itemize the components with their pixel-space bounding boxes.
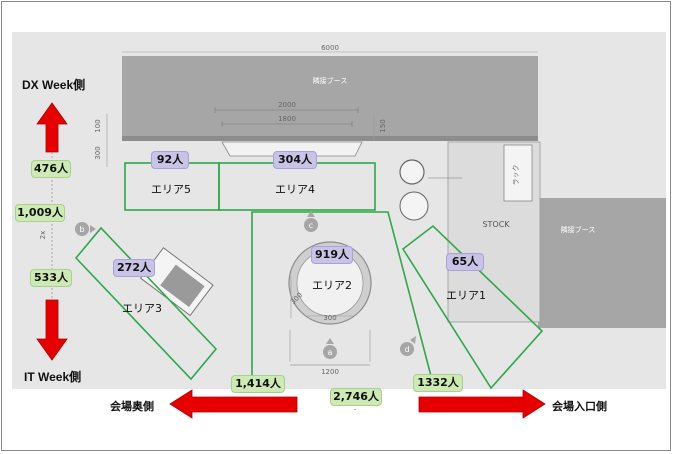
area4-count-tag: 304人 <box>273 151 317 169</box>
dx-week-count-tag: 476人 <box>31 160 71 178</box>
dim-100-label: 100 <box>94 119 102 132</box>
back-counter <box>221 141 363 157</box>
dim-300-table-label: 300 <box>323 314 336 322</box>
rack <box>503 144 533 202</box>
right-neighbor-booth <box>538 198 666 328</box>
dim-300-label: 300 <box>94 146 102 159</box>
area1-name: エリア1 <box>446 289 486 302</box>
top-booth-label: 隣接ブース <box>313 76 348 85</box>
marker-d-pointer <box>410 336 416 344</box>
marker-b-pointer <box>90 225 96 233</box>
marker-d-label: d <box>404 345 409 354</box>
area3-count-tag: 272人 <box>113 259 155 277</box>
marker-b-label: b <box>79 225 84 234</box>
round-table-1 <box>399 159 425 185</box>
back-wall <box>122 136 538 141</box>
center-count-tag: 2,746人 <box>330 388 382 406</box>
round-table-2 <box>399 191 429 221</box>
it-week-arrow <box>36 299 68 361</box>
area5-count-tag: 92人 <box>151 151 189 169</box>
middle-count-tag: 1,009人 <box>15 204 65 222</box>
stock-label: STOCK <box>482 220 510 229</box>
back-side-arrow <box>169 389 298 419</box>
right-booth-label: 隣接ブース <box>561 225 596 234</box>
it-week-count-tag: 533人 <box>30 269 72 287</box>
marker-c <box>304 218 318 232</box>
dim-1800-label: 1800 <box>278 115 296 123</box>
back-side-label: 会場奥側 <box>110 400 154 413</box>
entrance-side-arrow <box>418 389 546 419</box>
it-week-label: IT Week側 <box>24 370 82 384</box>
marker-d <box>400 342 414 356</box>
area3-name: エリア3 <box>122 302 162 315</box>
dim-150-label: 150 <box>379 119 387 132</box>
entrance-count-tag: 1332人 <box>413 374 463 392</box>
dim-2000-label: 2000 <box>278 101 296 109</box>
area4-name: エリア4 <box>275 183 315 196</box>
marker-a-label: a <box>328 348 333 357</box>
center-sub-mark: ᵕ <box>354 407 357 414</box>
marker-c-label: c <box>309 221 313 230</box>
zone-area1 <box>401 224 544 390</box>
zone-area2 <box>251 211 432 378</box>
top-neighbor-booth <box>122 56 538 136</box>
marker-a <box>323 345 337 359</box>
rack-label: ラック <box>512 165 520 186</box>
dim-2x-label: 2x <box>39 231 47 240</box>
dim-6000-label: 6000 <box>321 44 339 52</box>
zone-area3 <box>74 226 218 381</box>
dx-week-label: DX Week側 <box>22 78 86 92</box>
area2-count-tag: 919人 <box>311 246 353 264</box>
back-count-tag: 1,414人 <box>231 375 285 393</box>
dim-1200-label: 1200 <box>321 368 339 376</box>
area2-name: エリア2 <box>312 279 352 292</box>
entrance-side-label: 会場入口側 <box>552 400 607 413</box>
area1-count-tag: 65人 <box>446 253 484 271</box>
marker-c-pointer <box>307 211 315 217</box>
marker-b <box>75 222 89 236</box>
area5-name: エリア5 <box>151 183 191 196</box>
marker-a-pointer <box>326 338 334 344</box>
